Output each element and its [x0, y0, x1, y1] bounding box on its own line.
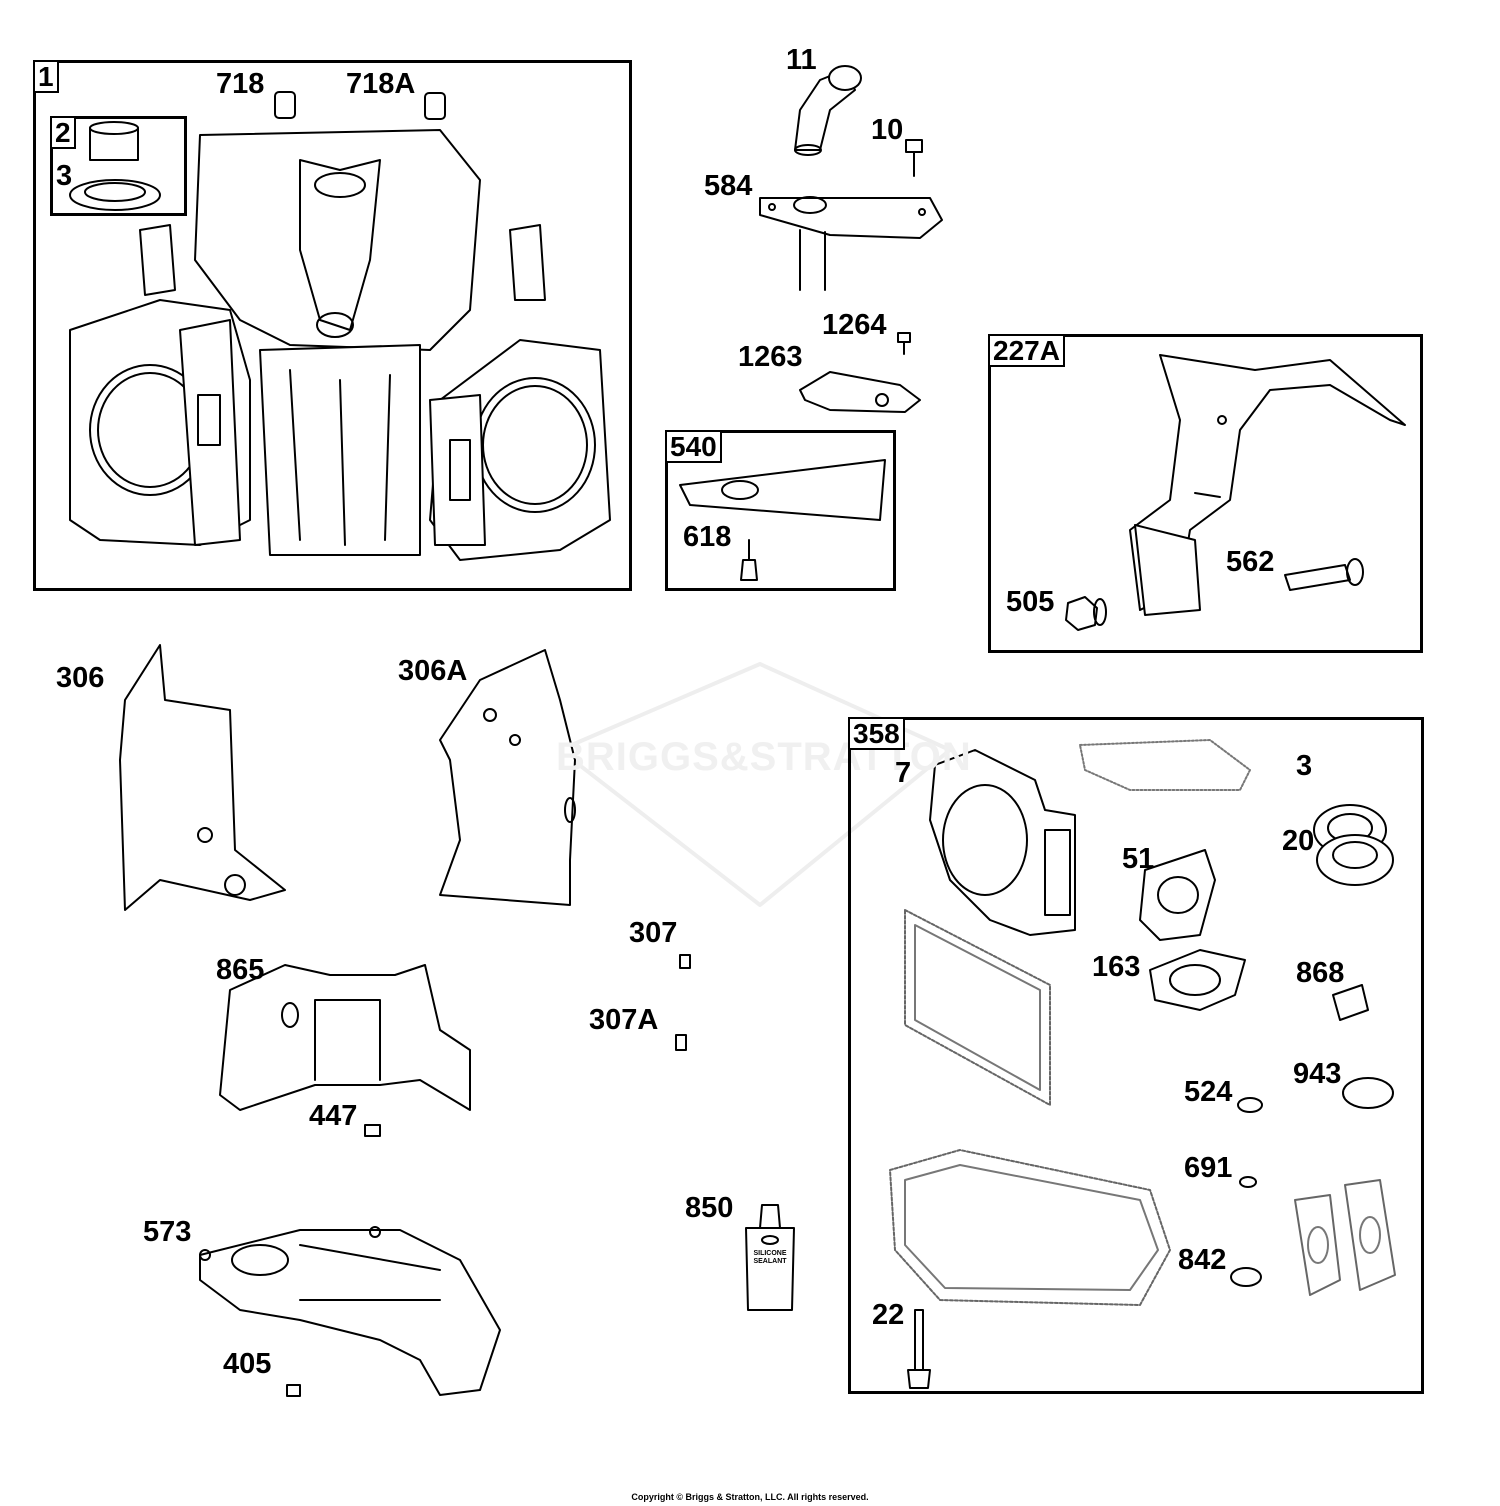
- callout-163[interactable]: 163: [1092, 951, 1141, 983]
- callout-307a[interactable]: 307A: [589, 1004, 659, 1036]
- valve-cover-gasket: [904, 909, 1051, 1106]
- baffle-865: [219, 964, 471, 1111]
- head-gasket-7: [929, 749, 1076, 936]
- callout-618[interactable]: 618: [683, 521, 732, 553]
- frame-group-2: [50, 116, 187, 216]
- callout-1264[interactable]: 1264: [822, 309, 887, 341]
- callout-505[interactable]: 505: [1006, 586, 1055, 618]
- sleeve-868: [1332, 984, 1369, 1021]
- frame-group-227a: [988, 334, 1423, 653]
- bolt-10: [905, 139, 923, 177]
- callout-842[interactable]: 842: [1178, 1244, 1227, 1276]
- screw-447: [364, 1124, 381, 1137]
- screw-1264: [897, 332, 911, 355]
- callout-447[interactable]: 447: [309, 1100, 358, 1132]
- frame-group-1: [33, 60, 632, 591]
- callout-11[interactable]: 11: [786, 44, 817, 76]
- o-ring-524: [1237, 1097, 1263, 1113]
- gasket-163: [1149, 949, 1246, 1011]
- dowel-pin-718a: [424, 92, 446, 120]
- callout-850[interactable]: 850: [685, 1192, 734, 1224]
- callout-718a[interactable]: 718A: [346, 68, 416, 100]
- o-ring-842: [1230, 1267, 1262, 1287]
- sealant-tube-850: [745, 1204, 795, 1311]
- frame-group-358: [848, 717, 1424, 1394]
- callout-718[interactable]: 718: [216, 68, 265, 100]
- sealant-label-line2: SEALANT: [753, 1258, 787, 1266]
- bushing-2: [89, 121, 139, 161]
- callout-51[interactable]: 51: [1122, 843, 1155, 875]
- callout-865[interactable]: 865: [216, 954, 265, 986]
- callout-524[interactable]: 524: [1184, 1076, 1233, 1108]
- gasket-top-dashed: [1079, 739, 1251, 791]
- screw-307: [679, 954, 691, 969]
- callout-405[interactable]: 405: [223, 1348, 272, 1380]
- group-label-2[interactable]: 2: [50, 116, 76, 149]
- callout-7[interactable]: 7: [895, 757, 912, 789]
- screw-307a: [675, 1034, 687, 1051]
- callout-306[interactable]: 306: [56, 662, 105, 694]
- nut-505: [1065, 596, 1107, 631]
- group-label-358[interactable]: 358: [848, 717, 905, 750]
- callout-1263[interactable]: 1263: [738, 341, 803, 373]
- callout-691[interactable]: 691: [1184, 1152, 1233, 1184]
- watermark-logo: [558, 662, 952, 907]
- group-label-227a[interactable]: 227A: [988, 334, 1065, 367]
- callout-3-seal[interactable]: 3: [56, 160, 73, 192]
- sealant-tube-label: SILICONE SEALANT: [747, 1250, 793, 1267]
- callout-943[interactable]: 943: [1293, 1058, 1342, 1090]
- callout-10[interactable]: 10: [871, 114, 904, 146]
- o-ring-691: [1239, 1176, 1257, 1188]
- sump-gasket: [889, 1149, 1171, 1306]
- breather-tube-11: [794, 65, 862, 156]
- callout-22[interactable]: 22: [872, 1299, 905, 1331]
- breather-plate-584: [759, 196, 943, 291]
- copyright-footer: Copyright © Briggs & Stratton, LLC. All …: [631, 1492, 869, 1502]
- callout-3-kit[interactable]: 3: [1296, 750, 1313, 782]
- housing-573: [199, 1226, 501, 1396]
- callout-20[interactable]: 20: [1282, 825, 1315, 857]
- callout-573[interactable]: 573: [143, 1216, 192, 1248]
- callout-307[interactable]: 307: [629, 917, 678, 949]
- air-guide-306a: [439, 649, 576, 906]
- screw-405: [286, 1384, 301, 1397]
- callout-562[interactable]: 562: [1226, 546, 1275, 578]
- dowel-pin-718: [274, 91, 296, 119]
- gasket-540: [679, 459, 886, 521]
- callout-584[interactable]: 584: [704, 170, 753, 202]
- seal-3: [69, 179, 161, 211]
- bracket-227a: [1129, 354, 1406, 616]
- plate-1263: [799, 371, 921, 413]
- frame-group-540: [665, 430, 896, 591]
- callout-306a[interactable]: 306A: [398, 655, 468, 687]
- group-label-1[interactable]: 1: [33, 60, 59, 93]
- intake-gaskets: [1294, 1179, 1396, 1296]
- screw-618: [740, 539, 758, 581]
- o-ring-943: [1342, 1077, 1394, 1109]
- sealant-label-line1: SILICONE: [753, 1250, 787, 1257]
- bearing-20: [1316, 834, 1394, 886]
- group-label-540[interactable]: 540: [665, 430, 722, 463]
- pin-562: [1284, 558, 1364, 591]
- callout-868[interactable]: 868: [1296, 957, 1345, 989]
- crankcase-block-illustration: [69, 129, 611, 561]
- air-guide-306: [119, 644, 286, 911]
- bolt-22: [907, 1309, 931, 1389]
- gasket-51: [1139, 849, 1216, 941]
